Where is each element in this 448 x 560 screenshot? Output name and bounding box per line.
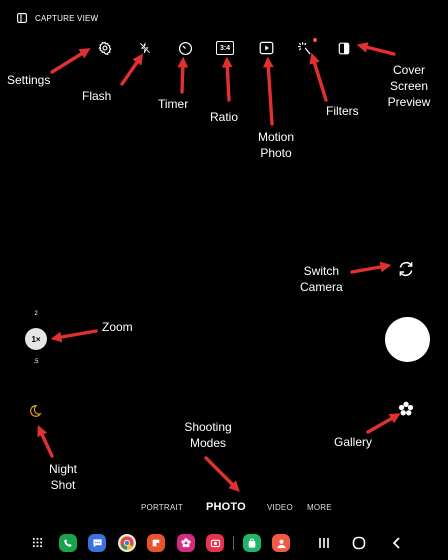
cover-screen-icon [338,42,350,54]
arrow-night-shot [37,425,54,458]
annotation-night-line1: Night [49,462,78,476]
zoom-current-button[interactable]: 1× [25,328,47,350]
settings-button[interactable] [94,37,116,59]
dock-app-flower[interactable] [177,534,195,552]
capture-view-header[interactable]: CAPTURE VIEW [17,13,98,23]
switch-camera-button[interactable] [395,258,417,280]
gallery-button[interactable] [398,401,416,419]
annotation-gallery: Gallery [334,435,373,449]
timer-button[interactable] [174,37,196,59]
annotation-night-line2: Shot [50,478,76,492]
dock-divider [233,536,234,550]
split-view-icon [17,13,27,23]
ratio-label: 3:4 [219,44,231,52]
annotation-motion-photo: Motion Photo [258,129,294,161]
filters-active-dot [313,38,317,42]
apps-grid-button[interactable] [32,537,43,548]
dock-app-messages[interactable] [88,534,106,552]
bag-icon [248,538,256,548]
annotation-flash: Flash [82,89,112,103]
profile-icon [276,539,286,548]
zoom-level-2[interactable]: 2 [34,311,38,317]
zoom-current-label: 1× [31,334,41,344]
annotation-motion-photo-line2: Photo [260,146,292,160]
annotation-night-shot: Night Shot [49,461,77,493]
arrow-timer [177,56,189,94]
night-shot-button[interactable] [28,404,44,420]
moon-icon [30,405,42,417]
mode-more[interactable]: MORE [307,503,332,512]
ratio-icon: 3:4 [216,41,234,55]
annotation-shooting-modes: Shooting Modes [180,419,236,451]
zoom-level-half[interactable]: .5 [33,359,39,365]
home-circle-icon [352,536,366,550]
mode-video[interactable]: VIDEO [267,503,293,512]
recents-button[interactable] [317,536,331,550]
annotation-switch-camera: Switch Camera [300,263,343,295]
switch-camera-icon [399,261,413,277]
arrow-zoom [50,329,98,343]
flower-icon [181,538,191,548]
arrow-motion-photo [262,56,274,126]
annotation-settings: Settings [7,73,51,87]
dock-app-camera[interactable] [206,534,224,552]
annotation-ratio: Ratio [210,110,239,124]
annotation-modes-line1: Shooting [184,420,232,434]
annotation-cover-line3: Preview [387,95,431,109]
timer-icon [178,41,192,55]
annotation-cover-line1: Cover [392,63,425,77]
cover-screen-preview-button[interactable] [333,37,355,59]
filters-button[interactable] [293,37,315,59]
dock-app-slides[interactable] [147,534,165,552]
motion-photo-button[interactable] [255,37,277,59]
annotation-zoom: Zoom [102,320,133,334]
home-button[interactable] [352,536,366,550]
annotation-switch-line2: Camera [300,280,343,294]
dock-app-chrome[interactable] [118,534,136,552]
mode-portrait[interactable]: PORTRAIT [141,503,183,512]
header-title: CAPTURE VIEW [35,13,99,23]
dock-app-profile[interactable] [272,534,290,552]
annotation-cover-screen-preview: Cover Screen Preview [387,62,431,110]
dock-app-phone[interactable] [59,534,77,552]
flash-off-icon [139,42,151,54]
gear-icon [98,41,112,55]
shutter-button[interactable] [385,317,430,362]
mode-photo[interactable]: PHOTO [206,501,246,513]
annotation-modes-line2: Modes [189,436,227,450]
arrow-settings [50,48,91,74]
annotation-cover-line2: Screen [389,79,429,93]
arrow-shooting-modes [204,456,240,492]
back-button[interactable] [390,536,404,550]
gallery-flower-icon [398,401,414,416]
arrow-flash [120,53,144,86]
phone-icon [64,539,72,547]
slides-icon [152,539,160,547]
message-icon [92,539,102,548]
magic-wand-icon [297,41,311,55]
back-chevron-icon [392,537,400,549]
dock-app-store[interactable] [243,534,261,552]
annotation-timer: Timer [158,97,189,111]
camera-icon [210,539,220,548]
arrow-switch-camera [350,261,392,274]
chrome-icon [120,536,134,550]
annotation-filters: Filters [326,104,359,118]
grid-icon [32,537,43,548]
motion-photo-icon [259,41,273,55]
arrow-filters [309,52,328,102]
recents-icon [319,538,329,548]
arrow-cover-screen [356,42,396,56]
arrow-ratio [221,56,233,102]
annotation-motion-photo-line1: Motion [258,130,295,144]
ratio-button[interactable]: 3:4 [214,37,236,59]
arrow-gallery [366,413,401,434]
annotation-switch-line1: Switch [303,264,340,278]
flash-button[interactable] [134,37,156,59]
